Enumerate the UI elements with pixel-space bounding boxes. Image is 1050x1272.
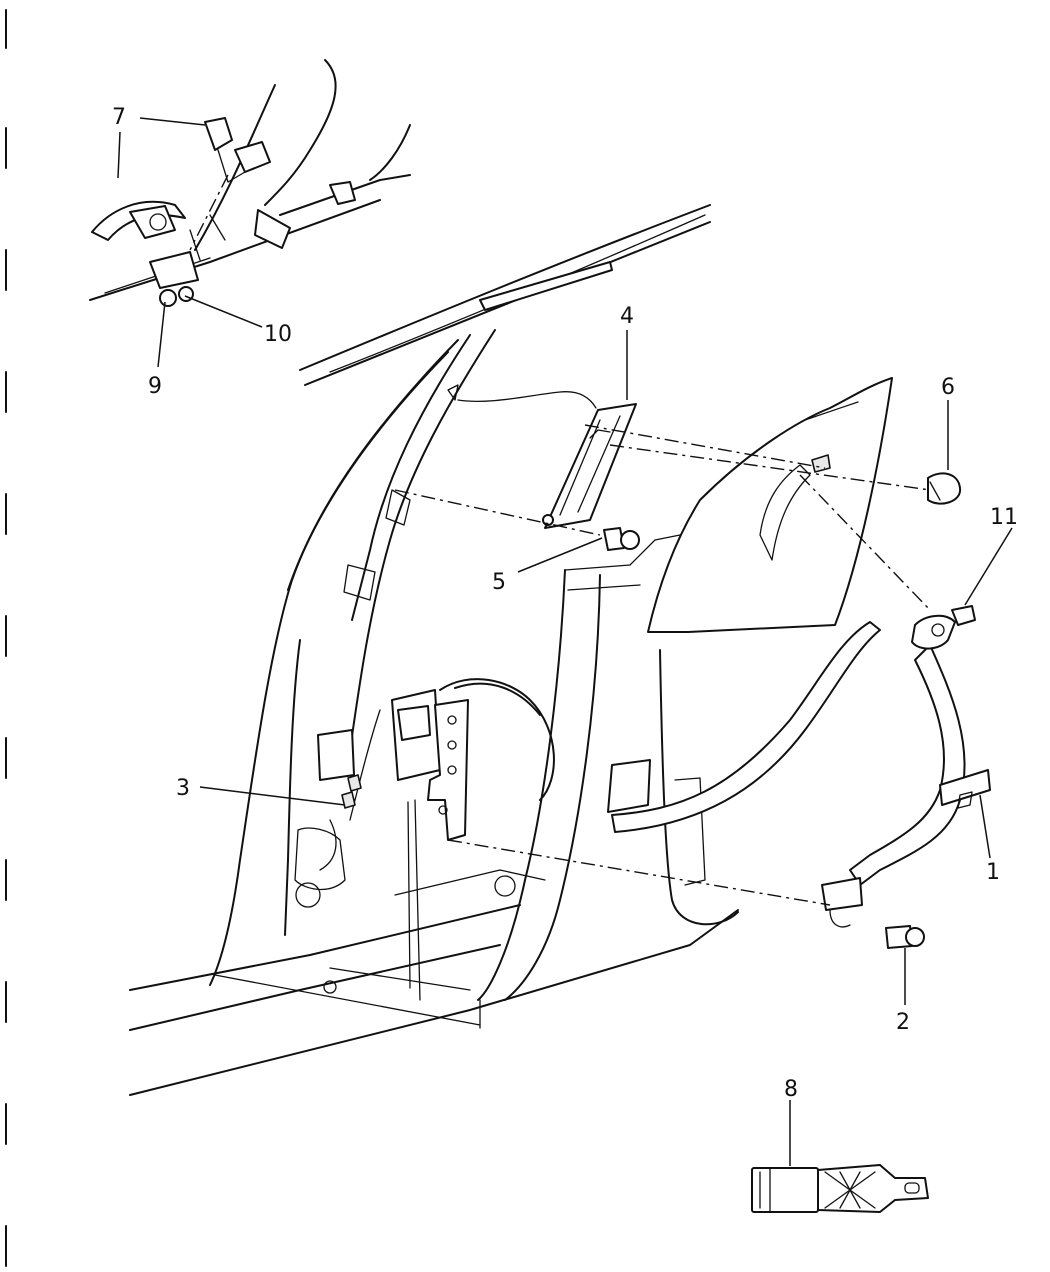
anchor-bolt-5 — [603, 527, 640, 551]
cover-cap-6 — [927, 472, 962, 505]
callout-8: 8 — [784, 1077, 798, 1102]
callout-5: 5 — [492, 570, 506, 595]
callout-labels: 7 10 9 4 6 11 5 3 1 2 8 — [112, 105, 1018, 1102]
inset-rear-buckle-assembly — [89, 59, 411, 307]
lower-anchor-bolt-2 — [885, 925, 925, 949]
callout-3: 3 — [176, 776, 190, 801]
callout-6: 6 — [941, 375, 955, 400]
callout-2: 2 — [896, 1010, 910, 1035]
alignment-lines — [189, 174, 931, 906]
callout-9: 9 — [148, 374, 162, 399]
callout-4: 4 — [620, 304, 634, 329]
callout-11: 11 — [990, 505, 1018, 530]
leader-lines — [117, 117, 1013, 1166]
belt-webbing-1 — [439, 605, 991, 928]
retractor-assembly — [319, 689, 469, 1001]
callout-1: 1 — [986, 860, 1000, 885]
callout-7: 7 — [112, 105, 126, 130]
vehicle-body-shell — [129, 204, 893, 1096]
upper-anchor-adjuster — [457, 391, 637, 529]
callout-10: 10 — [264, 322, 292, 347]
buckle-tongue-8 — [751, 1164, 929, 1213]
